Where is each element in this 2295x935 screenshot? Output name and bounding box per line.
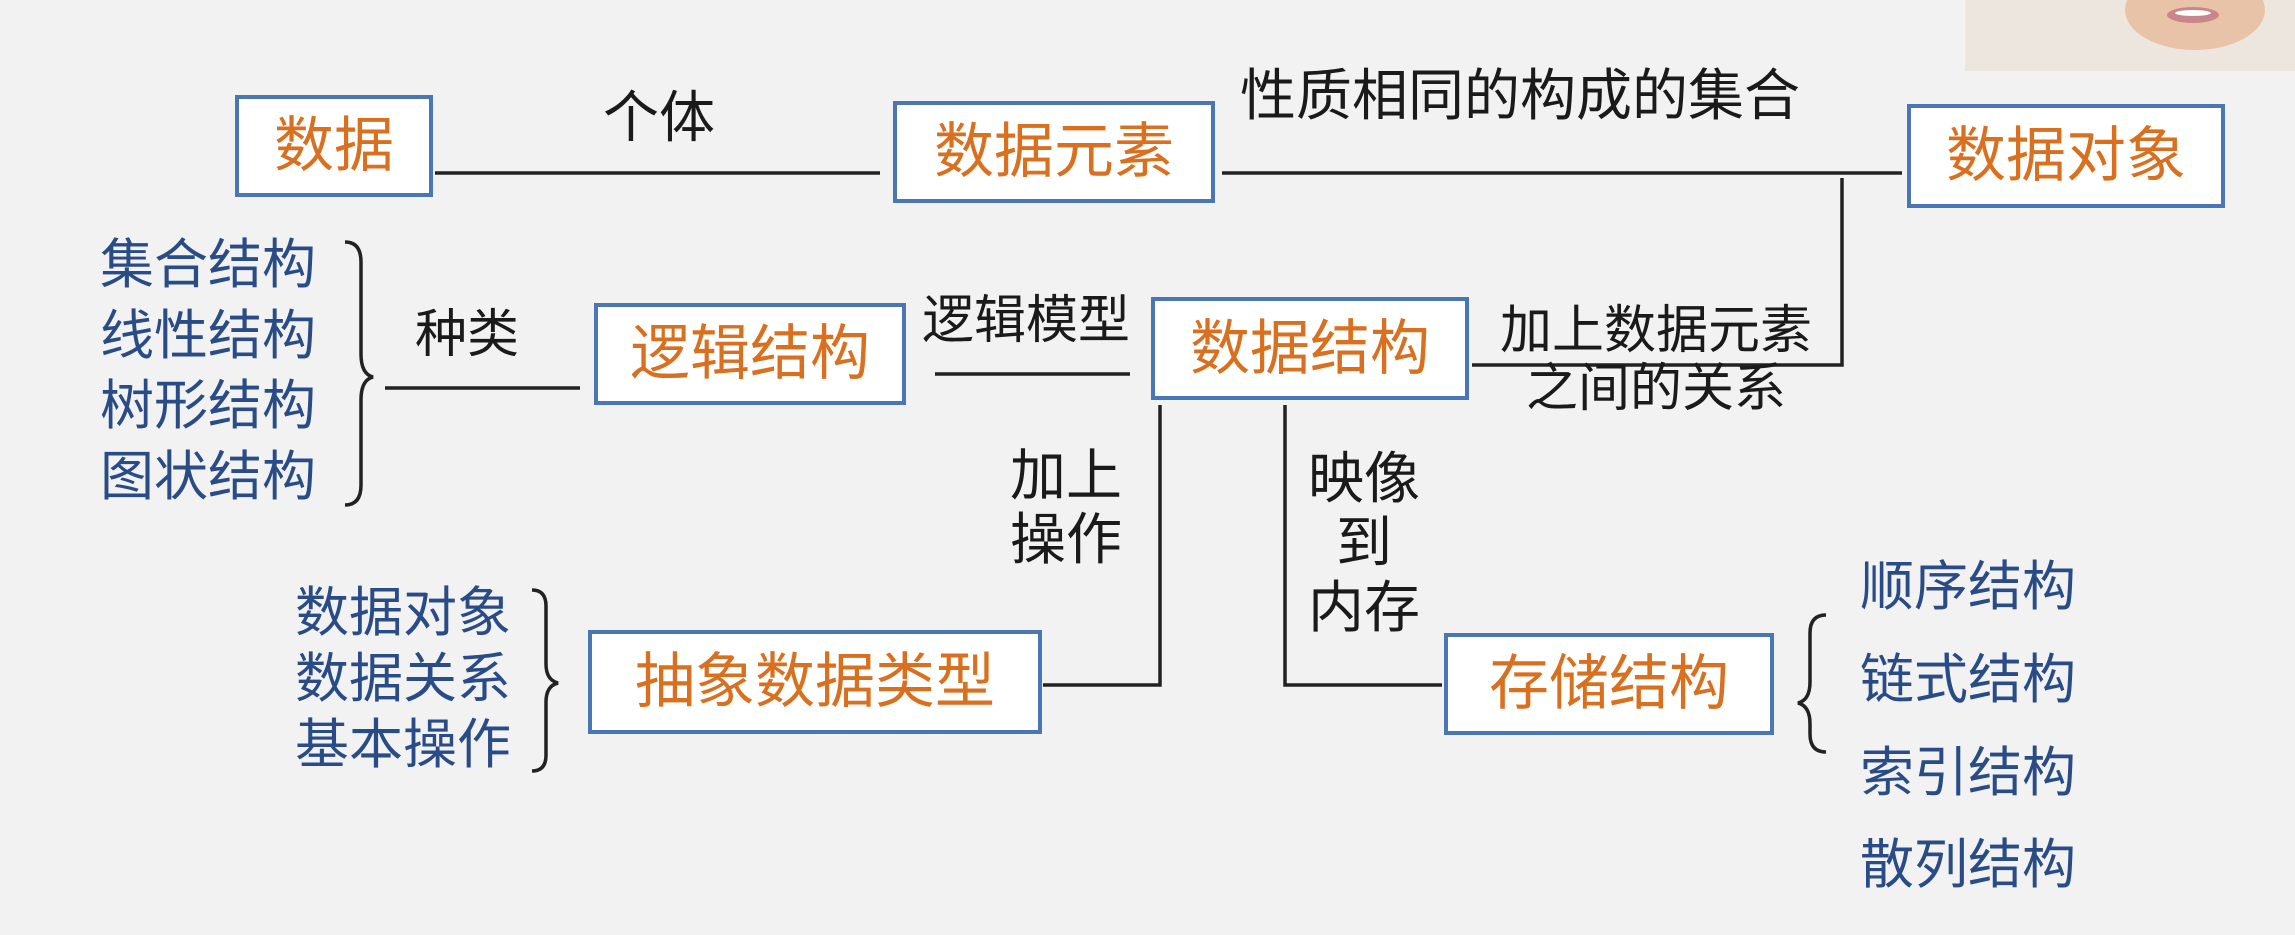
list-item: 树形结构 [100,374,316,438]
label-map-to-memory-line2: 到 [1336,511,1392,577]
presenter-face-image [1965,0,2295,71]
line-structure-to-storage [1283,405,1442,687]
label-add-operations-line1: 加上 [1010,444,1122,509]
list-logical-kinds: 集合结构 线性结构 树形结构 图状结构 [100,230,316,513]
box-data-structure: 数据结构 [1151,297,1469,400]
label-same-nature-set: 性质相同的构成的集合 [1240,64,1800,129]
label-map-to-memory-line3: 内存 [1308,575,1420,641]
box-abstract-data-type: 抽象数据类型 [588,630,1042,734]
box-data-object: 数据对象 [1907,104,2225,208]
box-data: 数据 [235,95,433,197]
brace-storage-kinds [1797,613,1827,754]
presenter-webcam-thumbnail [1965,0,2295,71]
list-adt-parts: 数据对象 数据关系 基本操作 [295,580,511,778]
brace-logical-kinds [344,240,374,507]
label-add-relations-line1: 加上数据元素 [1499,301,1812,361]
label-add-relations-line2: 之间的关系 [1525,359,1786,420]
list-item: 图状结构 [100,445,316,509]
label-logical-model: 逻辑模型 [922,291,1131,351]
line-object-to-structure [1472,178,1844,367]
list-item: 数据关系 [295,646,511,710]
list-item: 基本操作 [295,712,511,776]
label-map-to-memory: 映像 到 内存 [1296,447,1432,641]
label-kinds: 种类 [415,305,520,365]
label-add-relations: 加上数据元素 之间的关系 [1488,301,1824,420]
box-logical-structure: 逻辑结构 [594,303,906,405]
brace-adt-parts [531,588,559,773]
line-structure-to-adt [1043,405,1162,687]
list-item: 集合结构 [100,233,316,296]
list-item: 线性结构 [100,303,316,367]
list-item: 散列结构 [1860,833,2076,897]
list-storage-kinds: 顺序结构 链式结构 索引结构 散列结构 [1860,555,2076,926]
label-add-operations: 加上 操作 [1010,444,1122,574]
list-item: 链式结构 [1860,647,2076,711]
box-data-element: 数据元素 [893,101,1215,203]
list-item: 索引结构 [1860,740,2076,804]
label-map-to-memory-line1: 映像 [1308,447,1420,512]
label-add-operations-line2: 操作 [1010,508,1122,574]
box-storage-structure: 存储结构 [1444,633,1774,735]
list-item: 数据对象 [295,581,511,644]
list-item: 顺序结构 [1860,555,2076,618]
label-individual: 个体 [603,86,715,151]
